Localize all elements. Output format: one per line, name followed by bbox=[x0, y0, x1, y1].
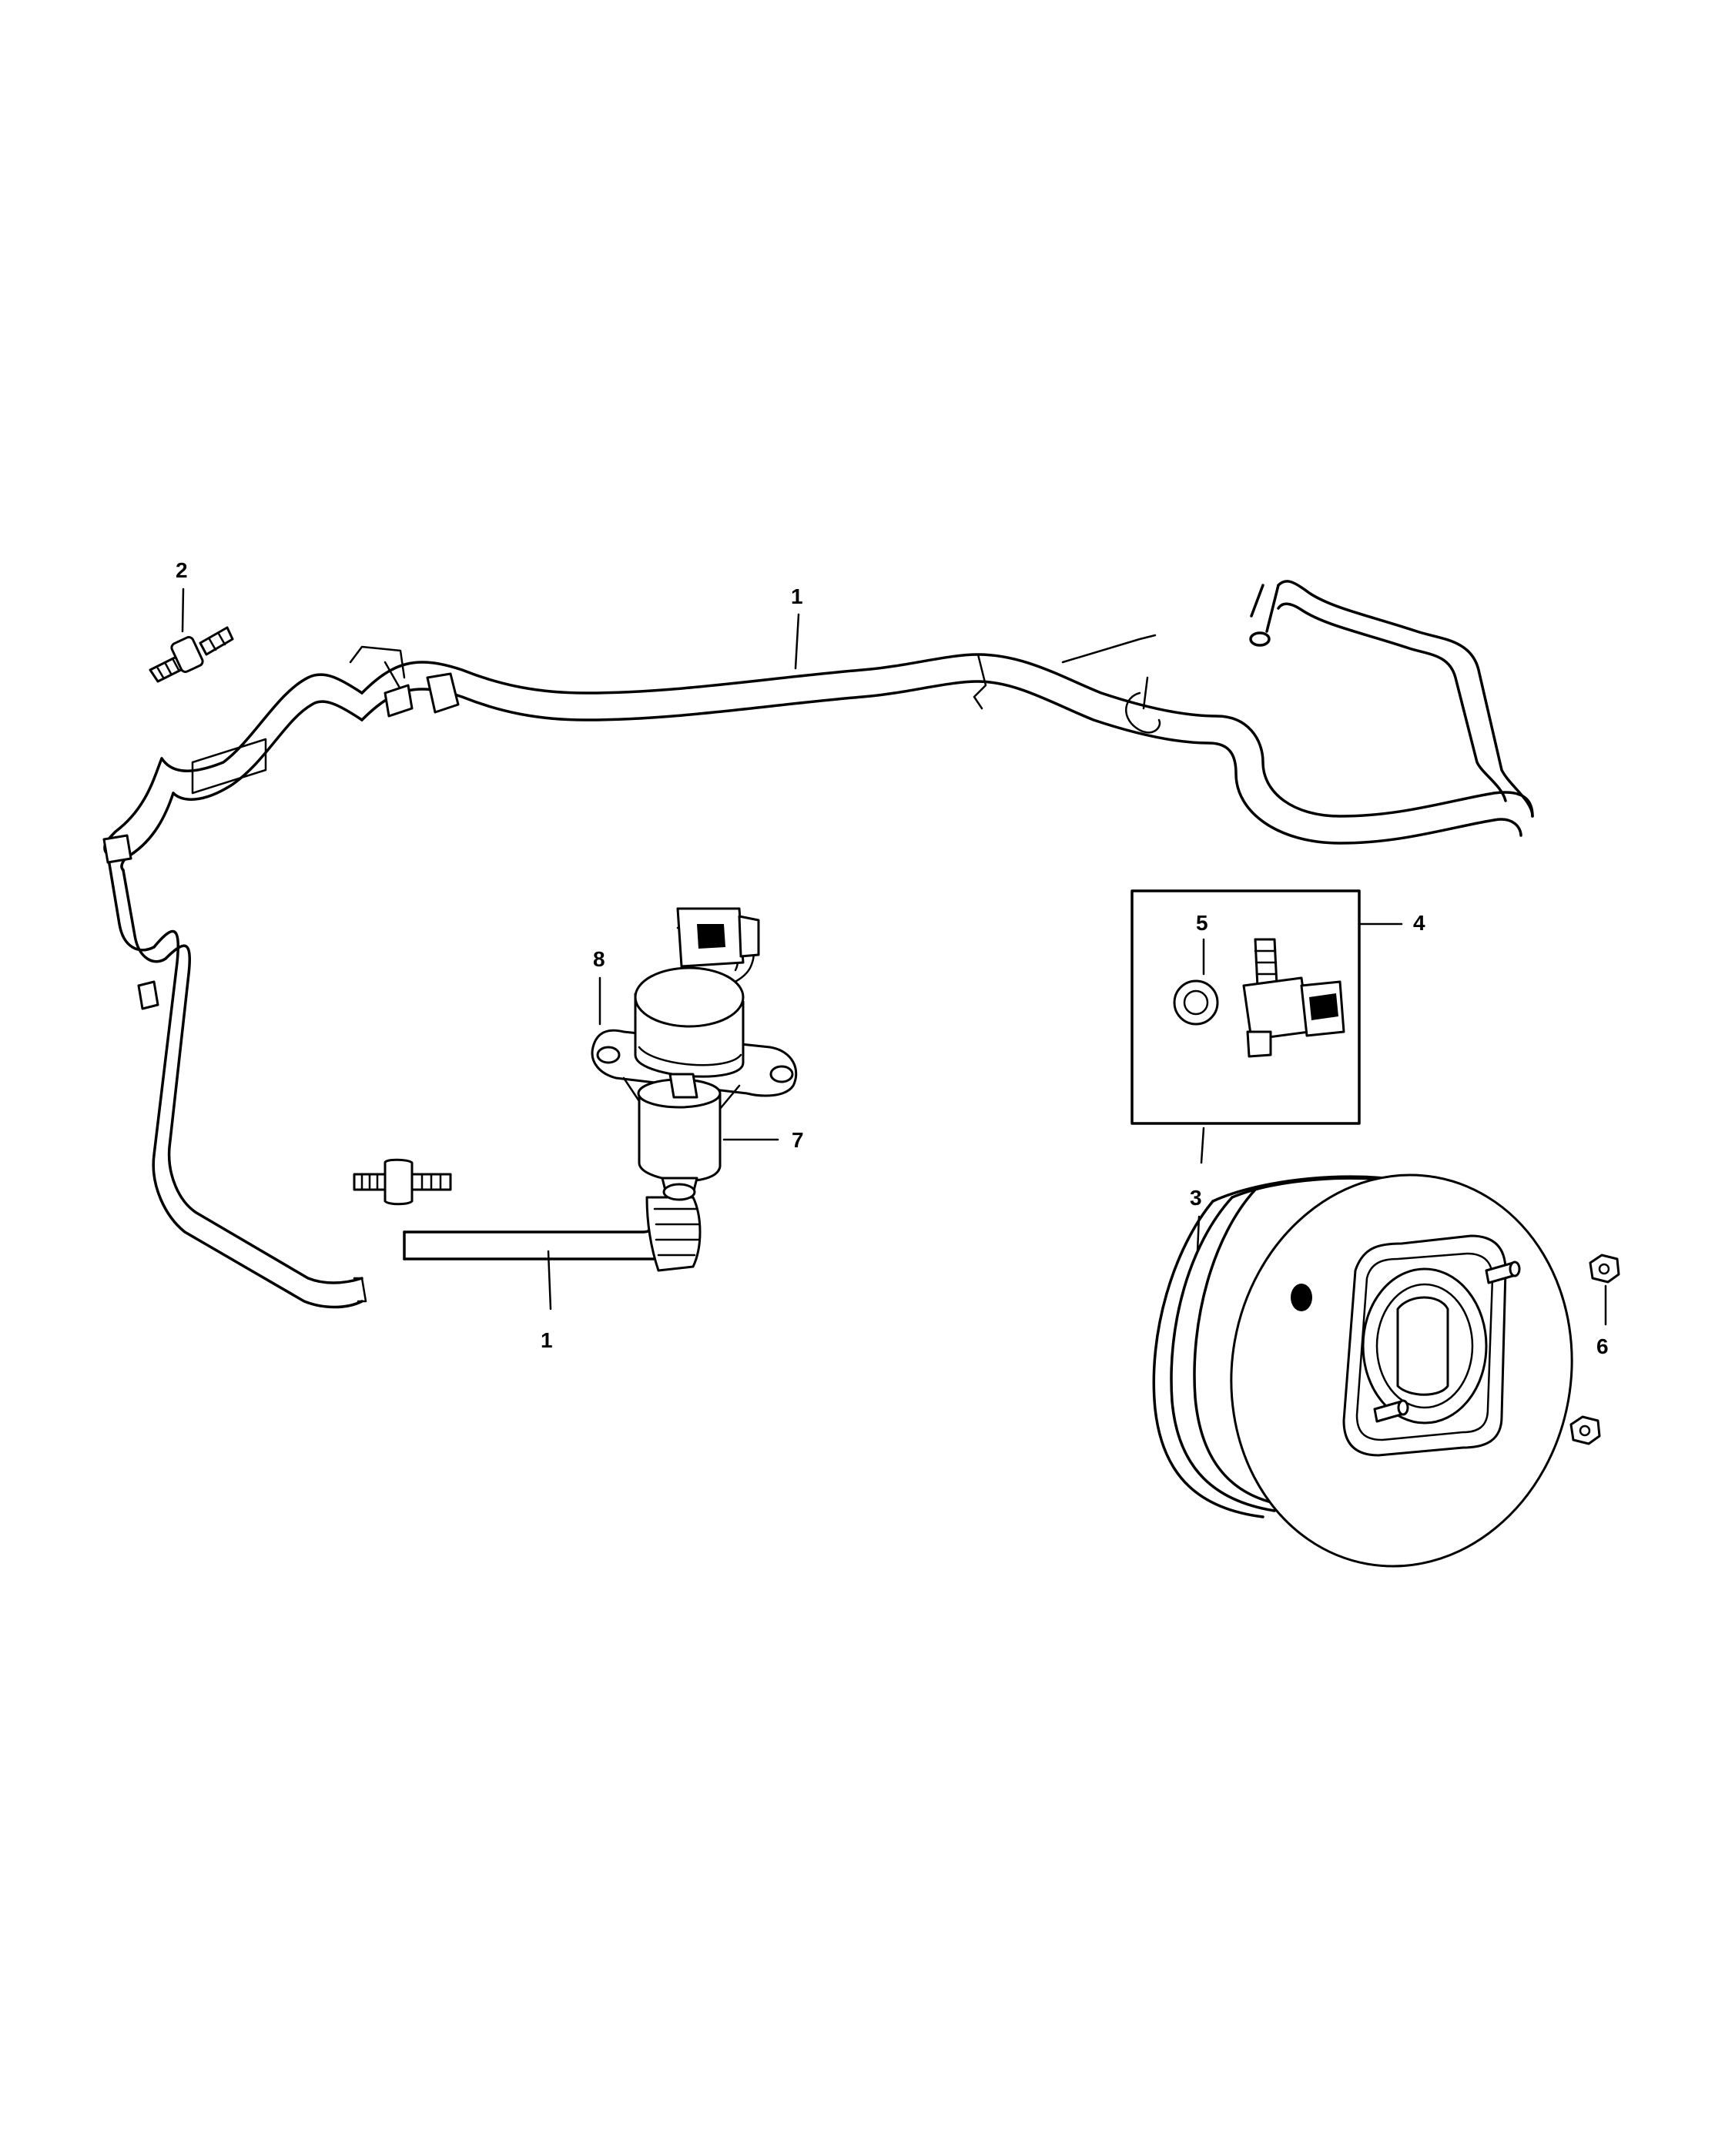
callout-7: 7 bbox=[792, 1128, 804, 1152]
callout-3: 3 bbox=[1190, 1186, 1202, 1210]
vacuum-hose-lower bbox=[403, 1196, 702, 1272]
callout-2: 2 bbox=[176, 558, 188, 582]
booster-sensor-kit bbox=[1130, 889, 1361, 1125]
hex-nuts bbox=[1569, 1254, 1620, 1445]
brake-booster bbox=[1152, 1173, 1573, 1568]
leader-lines bbox=[181, 588, 1607, 1326]
check-valve-lower bbox=[353, 1158, 452, 1206]
callout-6: 6 bbox=[1596, 1334, 1609, 1358]
callout-1-top: 1 bbox=[791, 584, 803, 608]
callout-1-bottom: 1 bbox=[541, 1328, 553, 1352]
vacuum-hose-assembly bbox=[102, 580, 1534, 1309]
check-valve bbox=[149, 626, 234, 683]
callout-8: 8 bbox=[593, 947, 605, 971]
electric-vacuum-pump bbox=[591, 907, 798, 1201]
callout-4: 4 bbox=[1413, 911, 1425, 935]
callout-5: 5 bbox=[1196, 911, 1208, 935]
